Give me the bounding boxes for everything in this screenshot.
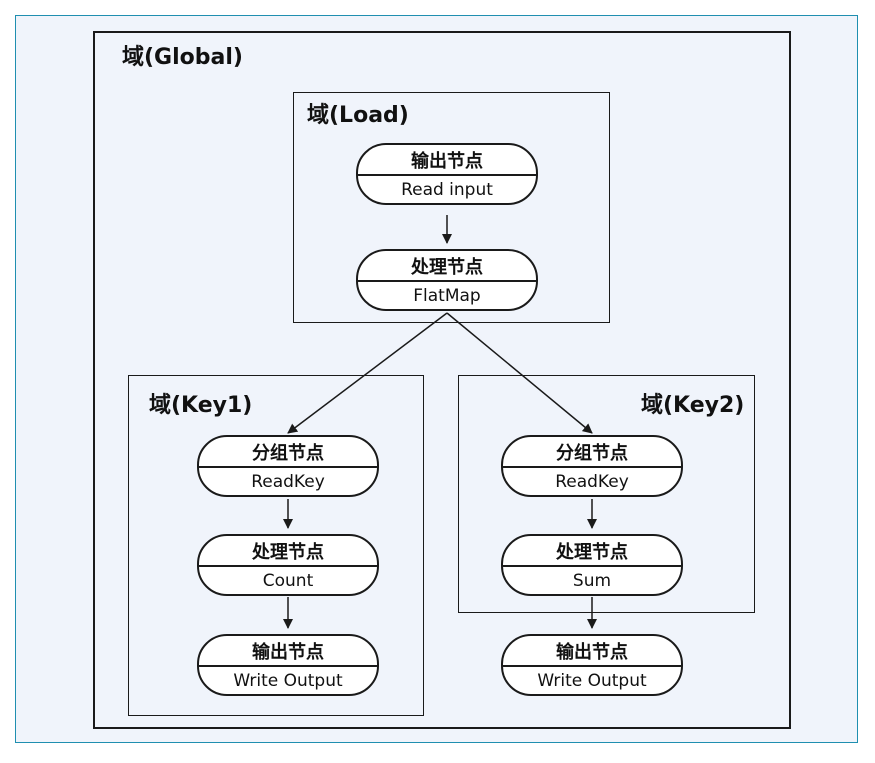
node-type-label: 输出节点 xyxy=(252,642,324,663)
node-name-label: FlatMap xyxy=(413,285,481,306)
node-divider xyxy=(199,665,377,667)
node-type-label: 处理节点 xyxy=(556,542,628,563)
node-key2-group: 分组节点 ReadKey xyxy=(501,435,683,497)
domain-load-label: 域(Load) xyxy=(307,103,409,128)
node-name-label: Count xyxy=(262,570,314,591)
node-name-label: ReadKey xyxy=(555,471,629,492)
node-type-label: 处理节点 xyxy=(411,257,483,278)
node-type-label: 分组节点 xyxy=(252,443,324,464)
node-name-label: Read input xyxy=(401,179,493,200)
domain-global-label: 域(Global) xyxy=(122,45,243,70)
node-load-process: 处理节点 FlatMap xyxy=(356,249,538,311)
node-name-label: Sum xyxy=(572,570,612,591)
node-name-label: Write Output xyxy=(233,670,343,691)
node-key1-group: 分组节点 ReadKey xyxy=(197,435,379,497)
node-key2-process: 处理节点 Sum xyxy=(501,534,683,596)
node-key2-output: 输出节点 Write Output xyxy=(501,634,683,696)
node-type-label: 输出节点 xyxy=(411,151,483,172)
node-type-label: 处理节点 xyxy=(252,542,324,563)
node-divider xyxy=(503,665,681,667)
node-key1-output: 输出节点 Write Output xyxy=(197,634,379,696)
node-type-label: 分组节点 xyxy=(556,443,628,464)
node-type-label: 输出节点 xyxy=(556,642,628,663)
node-name-label: Write Output xyxy=(537,670,647,691)
node-divider xyxy=(358,280,536,282)
node-divider xyxy=(199,565,377,567)
node-name-label: ReadKey xyxy=(251,471,325,492)
domain-key2-label: 域(Key2) xyxy=(641,393,745,418)
node-divider xyxy=(503,466,681,468)
node-key1-process: 处理节点 Count xyxy=(197,534,379,596)
node-load-output: 输出节点 Read input xyxy=(356,143,538,205)
domain-key1-label: 域(Key1) xyxy=(149,393,253,418)
node-divider xyxy=(358,174,536,176)
node-divider xyxy=(503,565,681,567)
node-divider xyxy=(199,466,377,468)
